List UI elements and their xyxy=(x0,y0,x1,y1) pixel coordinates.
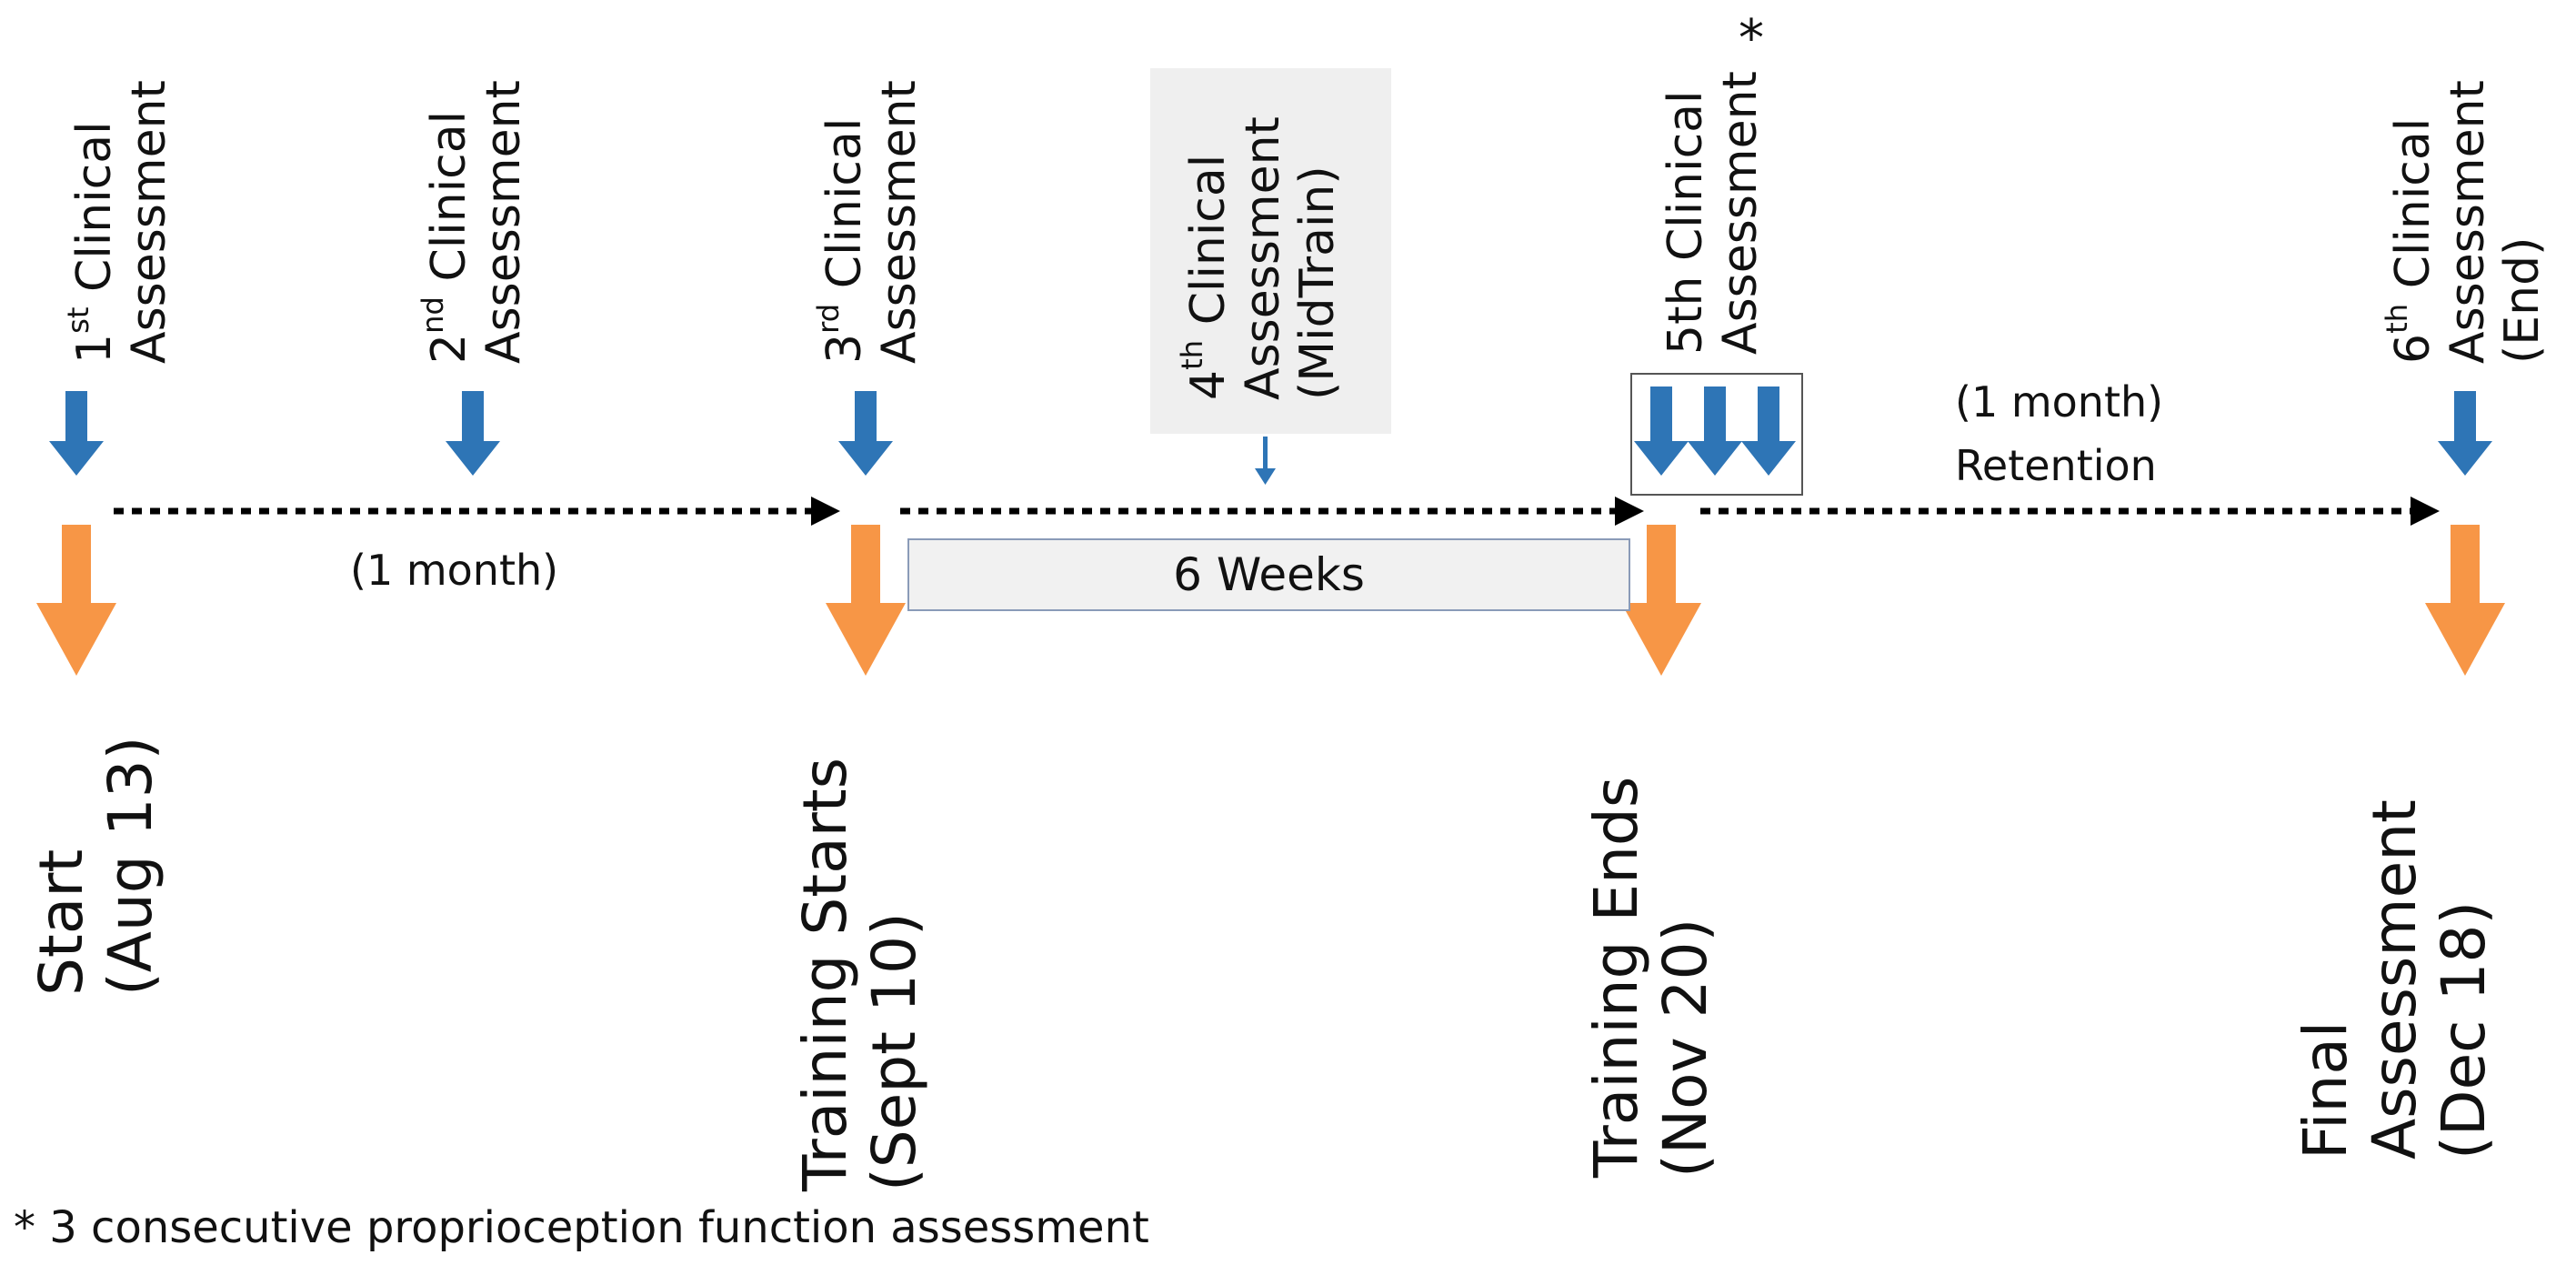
assessment-2-line1: 2nd Clinical xyxy=(415,110,476,364)
milestone-final: Final Assessment (Dec 18) xyxy=(2290,799,2499,1160)
retention-label: Retention xyxy=(1955,441,2157,490)
timeline-arrowhead-3 xyxy=(2411,497,2440,526)
assessment-1-line1: 1st Clinical xyxy=(60,121,122,364)
assessment-label-2: 2nd Clinical Assessment xyxy=(415,80,532,364)
milestone-training-ends: Training Ends (Nov 20) xyxy=(1581,776,1720,1178)
blue-arrow-6 xyxy=(2438,391,2492,476)
milestone-start: Start (Aug 13) xyxy=(26,736,165,996)
blue-arrow-5c xyxy=(1741,387,1796,476)
milestone-final-line2: Assessment xyxy=(2359,799,2430,1160)
milestone-final-line3: (Dec 18) xyxy=(2428,900,2499,1160)
training-duration-box: 6 Weeks xyxy=(907,538,1630,611)
blue-arrow-4-small xyxy=(1255,437,1276,485)
blue-arrow-3 xyxy=(838,391,893,476)
milestone-training-starts-line1: Training Starts xyxy=(790,757,860,1191)
assessment-5-line2: Assessment xyxy=(1712,71,1768,355)
milestone-training-ends-line2: (Nov 20) xyxy=(1649,918,1720,1178)
orange-arrow-training-starts xyxy=(826,525,906,676)
orange-arrow-training-ends xyxy=(1621,525,1701,676)
assessment-4-line3: (MidTrain) xyxy=(1289,166,1345,400)
assessment-label-1: 1st Clinical Assessment xyxy=(60,80,177,364)
blue-arrow-2 xyxy=(446,391,500,476)
orange-arrow-final xyxy=(2425,525,2505,676)
milestone-final-line1: Final xyxy=(2290,1020,2360,1160)
assessment-4-line1: 4th Clinical xyxy=(1174,154,1236,400)
timeline-arrowhead-2 xyxy=(1615,497,1644,526)
assessment-3-line2: Assessment xyxy=(871,80,927,364)
midtrain-highlight-box xyxy=(1150,68,1391,434)
footnote: * 3 consecutive proprioception function … xyxy=(14,1202,1149,1253)
assessment-label-4: 4th Clinical Assessment (MidTrain) xyxy=(1174,116,1345,400)
blue-arrow-5b xyxy=(1688,387,1742,476)
blue-arrow-5a xyxy=(1634,387,1689,476)
timeline-arrowheads xyxy=(811,497,2440,526)
blue-arrow-1 xyxy=(49,391,104,476)
asterisk-mark: * xyxy=(1739,9,1764,68)
orange-arrow-start xyxy=(36,525,116,676)
assessment-3-line1: 3rd Clinical xyxy=(810,117,872,364)
assessment-6-line1: 6th Clinical xyxy=(2379,117,2441,364)
milestone-training-ends-line1: Training Ends xyxy=(1581,776,1651,1178)
training-duration-label: 6 Weeks xyxy=(1173,548,1365,601)
milestone-training-starts: Training Starts (Sept 10) xyxy=(790,757,929,1191)
timeline-arrowhead-1 xyxy=(811,497,840,526)
milestone-start-line1: Start xyxy=(26,848,96,996)
assessment-1-line2: Assessment xyxy=(121,80,176,364)
assessment-4-line2: Assessment xyxy=(1235,116,1290,400)
assessment-label-5: 5th Clinical Assessment xyxy=(1659,71,1769,355)
milestone-start-line2: (Aug 13) xyxy=(95,736,165,996)
orange-arrows xyxy=(36,525,2505,676)
assessment-6-line3: (End) xyxy=(2494,236,2550,364)
assessment-2-line2: Assessment xyxy=(476,80,531,364)
assessment-5-line1: 5th Clinical xyxy=(1659,90,1713,355)
assessment-6-line2: Assessment xyxy=(2440,80,2495,364)
assessment-label-3: 3rd Clinical Assessment xyxy=(810,80,927,364)
first-month-label: (1 month) xyxy=(350,546,559,595)
assessment-label-6: 6th Clinical Assessment (End) xyxy=(2379,80,2550,364)
milestone-training-starts-line2: (Sept 10) xyxy=(858,912,929,1191)
retention-duration-label: (1 month) xyxy=(1955,377,2164,427)
blue-arrows xyxy=(49,387,2492,485)
consecutive-assessment-box xyxy=(1630,373,1803,496)
